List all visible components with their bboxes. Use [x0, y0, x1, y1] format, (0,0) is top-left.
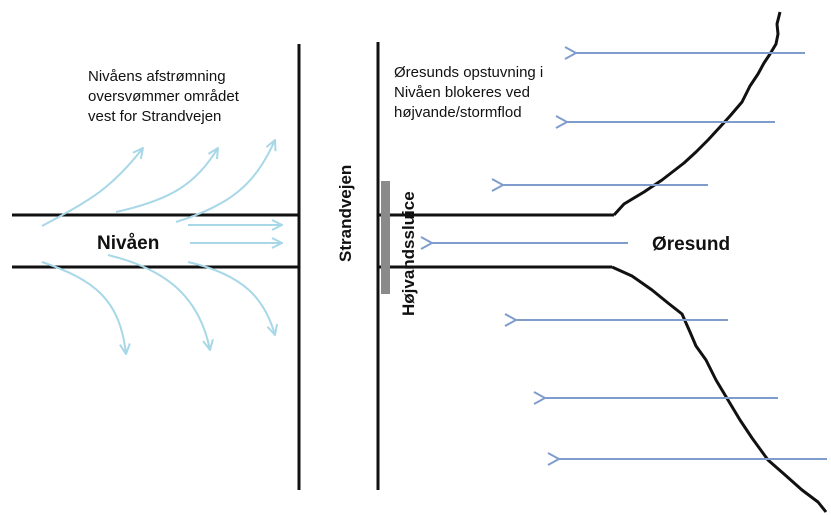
east-note-line-2: Nivåen blokeres ved	[394, 84, 530, 101]
west-note-line-2: oversvømmer området	[88, 88, 240, 105]
west-note: Nivåens afstrømning oversvømmer området …	[88, 68, 243, 125]
coastline-north	[612, 11, 782, 217]
sea-label: Øresund	[652, 234, 730, 255]
outflow-arrow-down-3	[187, 261, 275, 335]
road-label: Strandvejen	[336, 165, 355, 262]
west-note-line-1: Nivåens afstrømning	[88, 68, 226, 85]
outflow-arrow-down-2	[107, 254, 210, 350]
outflow-arrow-up-2	[115, 148, 218, 213]
sluice-label: Højvandssluice	[399, 191, 418, 316]
east-note-line-1: Øresunds opstuvning i	[394, 64, 543, 81]
outflow-arrow-up-1	[41, 148, 143, 227]
east-note: Øresunds opstuvning i Nivåen blokeres ve…	[394, 64, 547, 121]
coastline-south	[611, 265, 828, 513]
west-note-line-3: vest for Strandvejen	[88, 108, 221, 125]
sea-arrows	[432, 53, 827, 459]
sluice-bar	[381, 181, 390, 294]
outflow-arrow-up-3	[175, 140, 275, 223]
outflow-arrows	[41, 140, 282, 354]
east-note-line-3: højvande/stormflod	[394, 104, 522, 121]
river-label: Nivåen	[97, 233, 159, 254]
outflow-arrow-down-1	[41, 261, 126, 354]
